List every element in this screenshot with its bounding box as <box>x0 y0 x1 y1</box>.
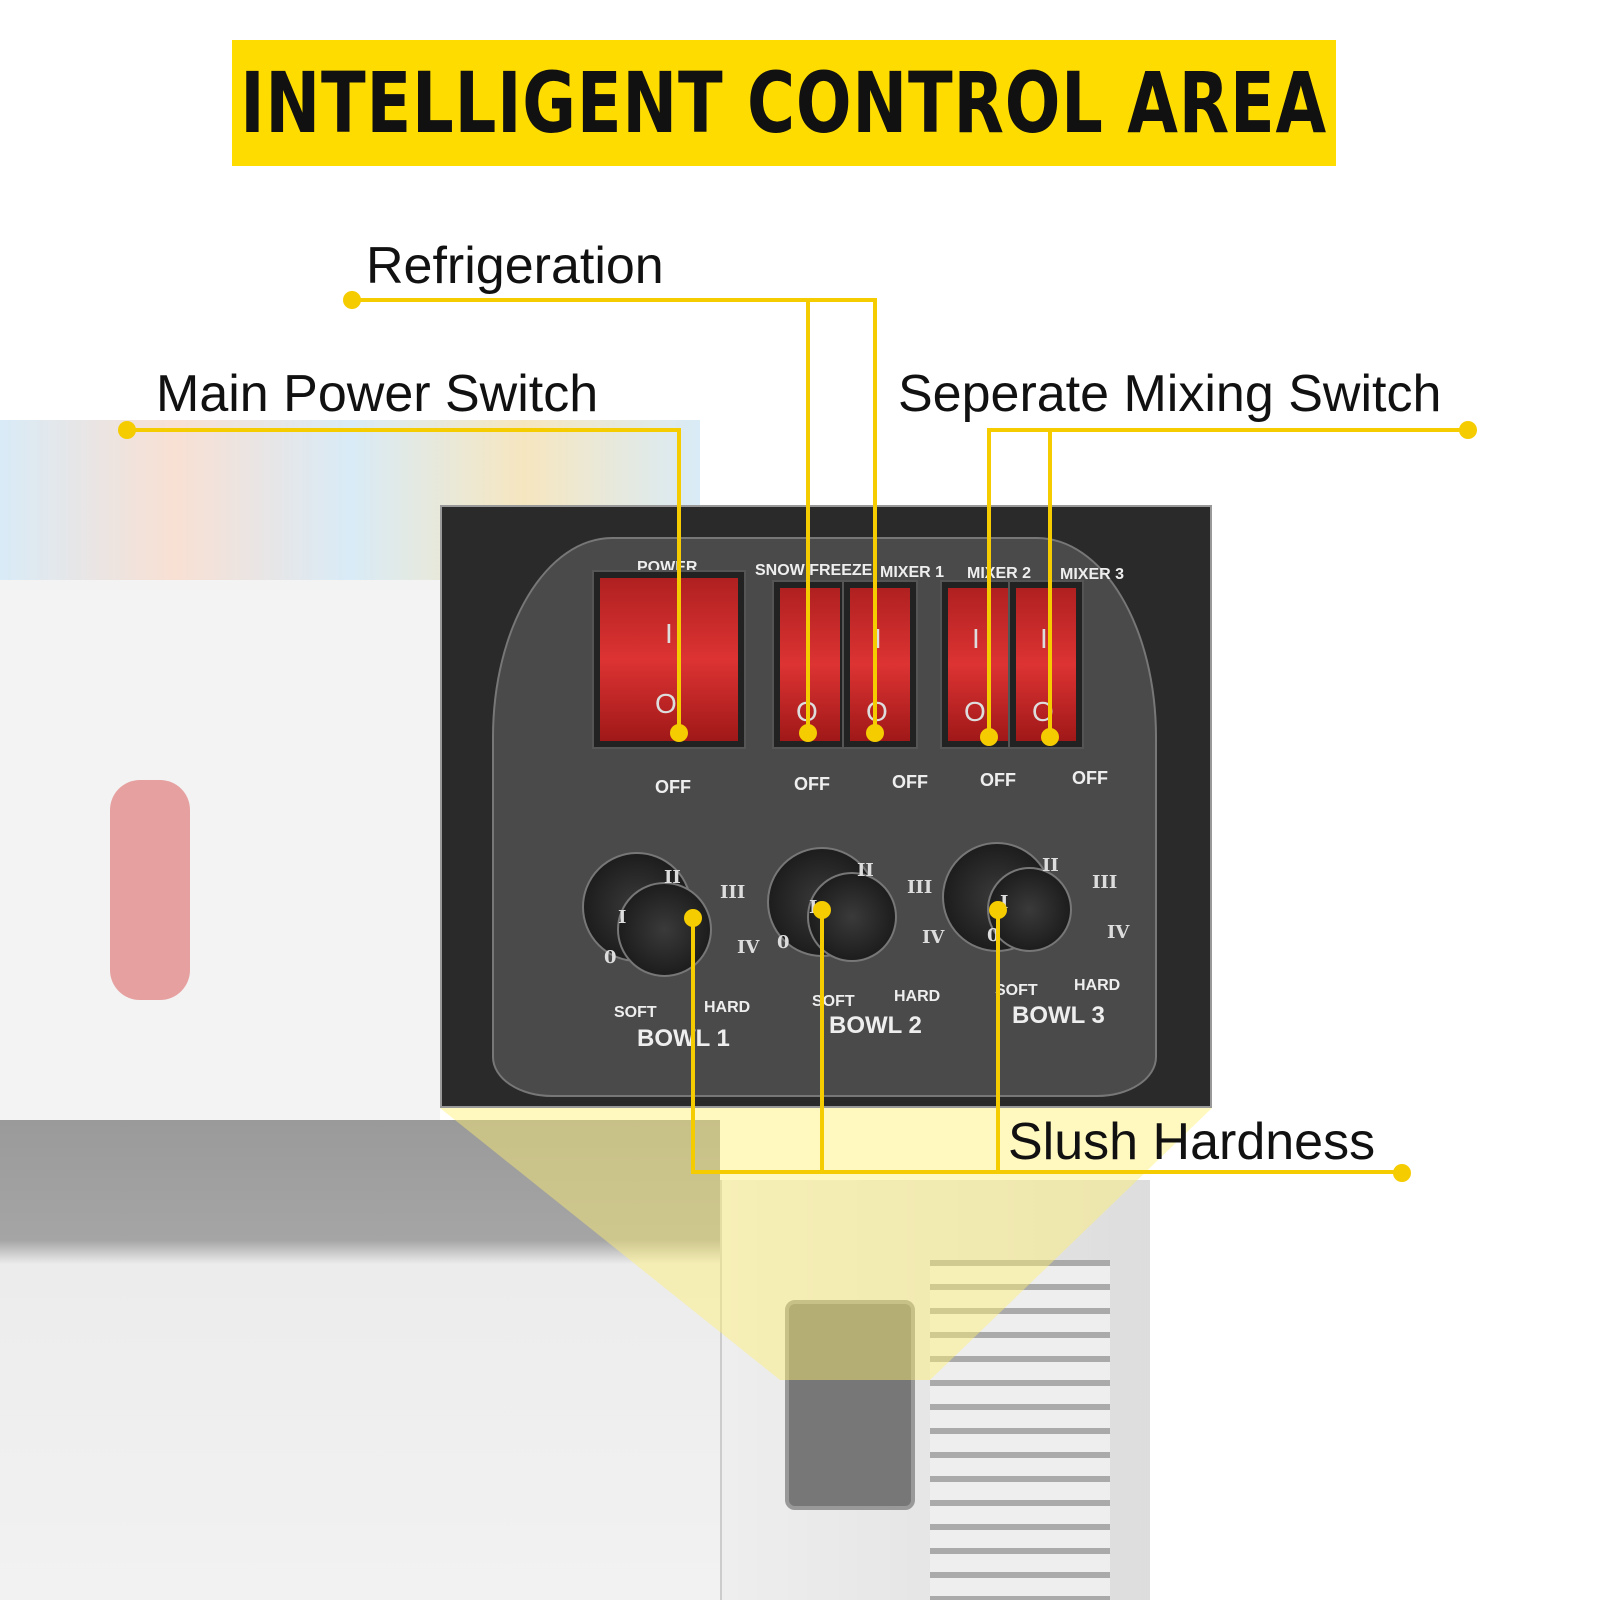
switch-label-power: POWER <box>637 559 698 576</box>
title-banner: INTELLIGENT CONTROL AREA <box>232 40 1336 166</box>
control-panel: POWER SNOW FREEZE MIXER 1 MIXER 2 MIXER … <box>440 505 1212 1108</box>
machine-base <box>0 1120 720 1600</box>
off-label: OFF <box>794 774 830 794</box>
off-label: OFF <box>980 770 1016 790</box>
bowl1-hardness-knob[interactable]: 0 I II III IV <box>582 847 762 1017</box>
bowl3-label: BOWL 3 <box>1012 1002 1105 1029</box>
off-label: OFF <box>655 777 691 797</box>
scale-0: 0 <box>777 932 790 953</box>
machine-tap <box>110 780 190 1000</box>
scale-1: I <box>618 907 627 928</box>
on-symbol: I <box>1040 623 1048 654</box>
callout-mixing-switch: Seperate Mixing Switch <box>898 365 1442 423</box>
on-symbol: I <box>665 618 673 649</box>
off-label: OFF <box>892 772 928 792</box>
bowl2-label: BOWL 2 <box>829 1012 922 1039</box>
machine-body <box>0 580 440 1120</box>
hard-label: HARD <box>704 999 751 1016</box>
on-symbol: I <box>874 623 882 654</box>
scale-1: I <box>809 897 818 918</box>
scale-4: IV <box>1107 922 1130 943</box>
soft-label: SOFT <box>995 982 1038 999</box>
page-title: INTELLIGENT CONTROL AREA <box>240 54 1328 152</box>
off-symbol: O <box>964 696 986 727</box>
hard-label: HARD <box>894 988 941 1005</box>
soft-label: SOFT <box>614 1004 657 1021</box>
scale-2: II <box>857 860 874 881</box>
machine-vent <box>930 1260 1110 1600</box>
scale-3: III <box>1092 872 1118 893</box>
scale-0: 0 <box>604 947 617 968</box>
callout-refrigeration: Refrigeration <box>366 237 664 295</box>
scale-3: III <box>720 882 746 903</box>
off-symbol: O <box>655 688 677 719</box>
off-label: OFF <box>1072 768 1108 788</box>
scale-4: IV <box>737 937 760 958</box>
small-control-panel <box>785 1300 915 1510</box>
hard-label: HARD <box>1074 977 1121 994</box>
on-symbol: I <box>972 623 980 654</box>
switch-label-snow-freeze: SNOW FREEZE <box>755 562 873 579</box>
bowl1-label: BOWL 1 <box>637 1025 730 1052</box>
switch-label-mixer2: MIXER 2 <box>967 565 1032 582</box>
callout-main-power: Main Power Switch <box>156 365 599 423</box>
scale-1: I <box>1000 892 1009 913</box>
callout-slush-hardness: Slush Hardness <box>1008 1113 1376 1171</box>
scale-2: II <box>1042 855 1059 876</box>
scale-3: III <box>907 877 933 898</box>
switch-label-mixer3: MIXER 3 <box>1060 566 1125 583</box>
scale-2: II <box>664 867 681 888</box>
switch-label-mixer1: MIXER 1 <box>880 564 945 581</box>
scale-4: IV <box>922 927 945 948</box>
